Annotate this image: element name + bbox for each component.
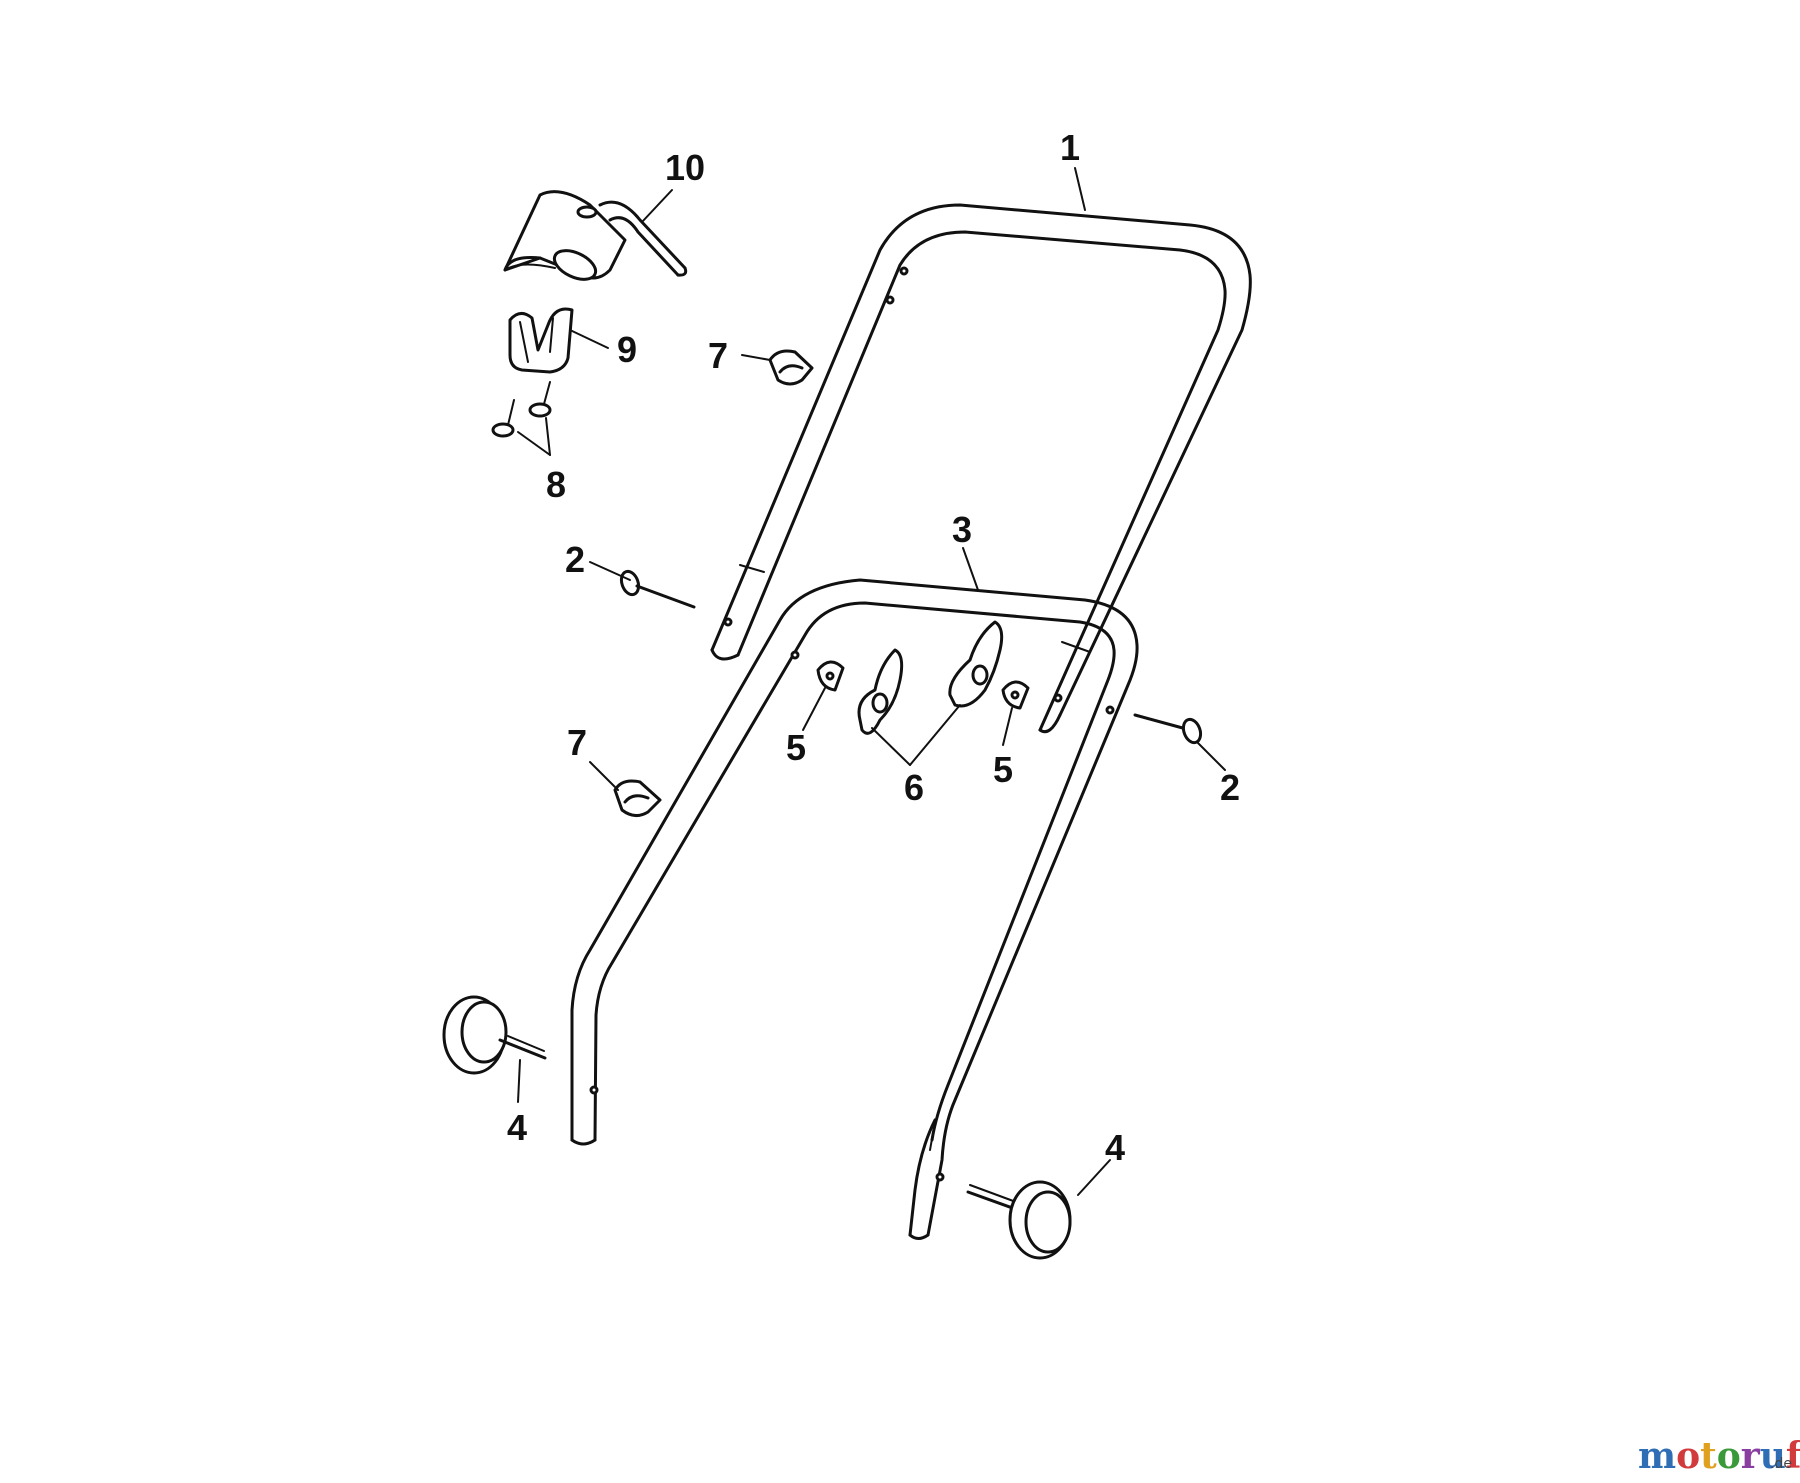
- wing-knob-right: [948, 620, 1004, 708]
- lower-handle-bar: [570, 578, 1139, 1240]
- logo-letter: m: [1638, 1435, 1676, 1477]
- part-label-7-lower: 7: [567, 722, 587, 763]
- svg-text:motoruf: motoruf: [1638, 1435, 1800, 1477]
- part-label-7-upper: 7: [708, 335, 728, 376]
- clamp-lower: [613, 779, 662, 817]
- part-label-5-right: 5: [993, 749, 1013, 790]
- part-label-2-left: 2: [565, 539, 585, 580]
- upper-handle-bar: [710, 203, 1252, 734]
- motoruf-logo: motoruf .de: [1638, 1435, 1800, 1477]
- logo-suffix: .de: [1770, 1456, 1792, 1472]
- logo-letter: f: [1786, 1435, 1800, 1477]
- part-label-4-right: 4: [1105, 1127, 1125, 1168]
- part-label-4-left: 4: [507, 1107, 527, 1148]
- logo-letter: u: [1760, 1435, 1786, 1477]
- switch-cable-part: [503, 190, 688, 281]
- logo-letter: t: [1700, 1435, 1717, 1477]
- part-label-8: 8: [546, 464, 566, 505]
- part-label-2-right: 2: [1220, 767, 1240, 808]
- part-label-9: 9: [617, 329, 637, 370]
- logo-letter: o: [1717, 1435, 1741, 1477]
- part-label-3: 3: [952, 509, 972, 550]
- washer-right: [1001, 680, 1030, 710]
- knob-right: [966, 1180, 1072, 1260]
- bolt-left: [619, 569, 696, 609]
- part-label-6: 6: [904, 767, 924, 808]
- bolt-right: [1133, 713, 1203, 745]
- logo-letter: r: [1741, 1435, 1761, 1477]
- cable-clip-part: [508, 307, 574, 374]
- wing-knob-left: [857, 648, 904, 735]
- part-label-1: 1: [1060, 127, 1080, 168]
- part-label-5-left: 5: [786, 727, 806, 768]
- logo-letter: o: [1676, 1435, 1700, 1477]
- screw-pair: [491, 381, 552, 438]
- clamp-upper: [768, 349, 814, 386]
- part-label-10: 10: [665, 147, 705, 188]
- knob-left: [442, 995, 547, 1075]
- washer-left: [816, 660, 845, 692]
- leader-lines: [517, 167, 1226, 1196]
